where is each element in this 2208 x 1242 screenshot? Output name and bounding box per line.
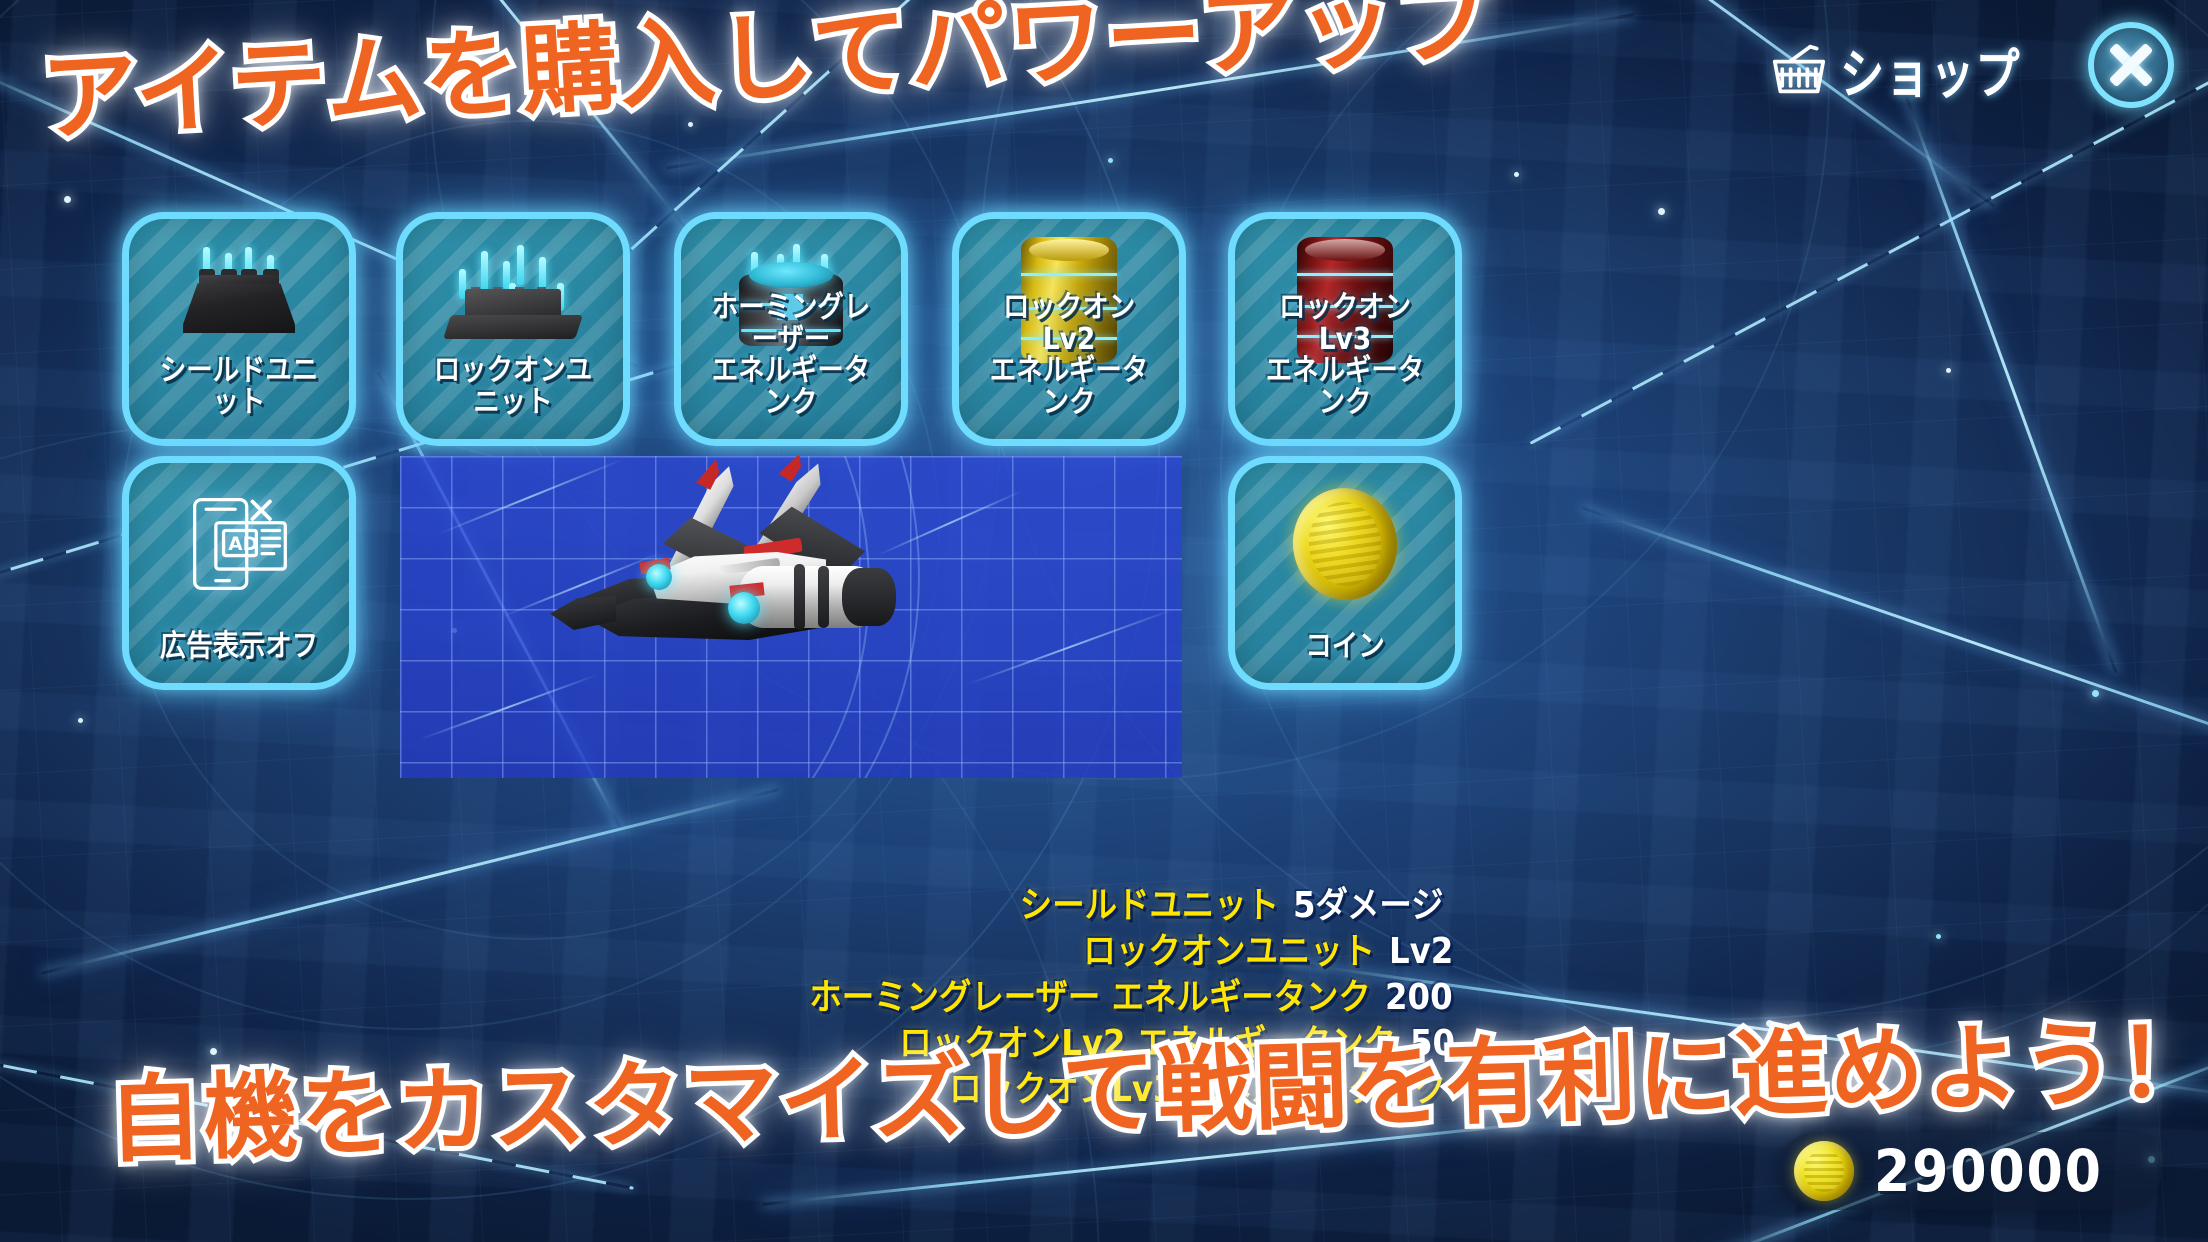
stat-value: 200 [1384,976,1453,1018]
stat-row: ホーミングレーザー エネルギータンク 200 [747,976,1460,1020]
gold-coin-icon [1793,1141,1854,1201]
close-x-icon [2106,40,2156,90]
coin-balance: 290000 [1777,1132,2162,1210]
stat-value: 5ダメージ [1292,885,1444,926]
shopping-basket-icon [1768,43,1830,97]
red-barrel-icon [1235,232,1455,368]
item-card-shield-unit[interactable]: シールドユニット [122,212,356,446]
shop-header: ショップ [1768,30,2060,109]
item-card-label: ロックオンLv3 エネルギータンク [1265,289,1425,421]
stat-value: 50 [1409,1022,1455,1064]
stat-label: ロックオンLv3 エネルギータンク [949,1068,1446,1110]
item-card-ad-off[interactable]: AD 広告表示オフ [122,456,356,690]
stat-label: ロックオンユニット [1082,930,1375,972]
stat-label: ホーミングレーザー エネルギータンク [809,976,1371,1018]
player-fighter-ship [542,460,902,650]
shield-unit-icon [129,232,349,368]
item-card-label: ホーミングレーザー エネルギータンク [711,289,871,421]
stat-row: ロックオンLv3 エネルギータンク [894,1068,1460,1112]
gold-barrel-icon [959,232,1179,368]
item-card-lockon-lv3-tank[interactable]: ロックオンLv3 エネルギータンク [1228,212,1462,446]
stat-row: ロックオンLv2 エネルギータンク 50 [844,1022,1460,1066]
lockon-unit-icon [403,232,623,368]
item-card-label: ロックオンユニット [433,353,593,421]
item-card-homing-laser-tank[interactable]: ホーミングレーザー エネルギータンク [674,212,908,446]
ad-off-icon: AD [129,476,349,612]
svg-text:AD: AD [228,534,257,555]
stat-row: シールドユニット 5ダメージ [991,884,1460,928]
item-card-label: 広告表示オフ [159,629,319,665]
ship-preview-panel [400,456,1182,778]
item-card-lockon-lv2-tank[interactable]: ロックオンLv2 エネルギータンク [952,212,1186,446]
stat-label: シールドユニット [1019,885,1279,926]
shop-label: ショップ [1840,43,2021,106]
stat-label: ロックオンLv2 エネルギータンク [899,1022,1396,1064]
close-button[interactable] [2088,22,2174,108]
stat-value: Lv2 [1388,930,1453,972]
dark-energy-tank-icon [681,232,901,368]
stat-row: ロックオンユニット Lv2 [1051,930,1460,974]
gold-coin-icon [1235,476,1455,612]
item-card-label: ロックオンLv2 エネルギータンク [989,289,1149,421]
item-card-coin[interactable]: コイン [1228,456,1462,690]
equipped-stats-list: シールドユニット 5ダメージ ロックオンユニット Lv2 ホーミングレーザー エ… [400,884,1580,1112]
coin-amount: 290000 [1873,1137,2103,1205]
item-card-label: コイン [1305,629,1385,665]
item-card-label: シールドユニット [159,353,319,421]
item-card-lockon-unit[interactable]: ロックオンユニット [396,212,630,446]
